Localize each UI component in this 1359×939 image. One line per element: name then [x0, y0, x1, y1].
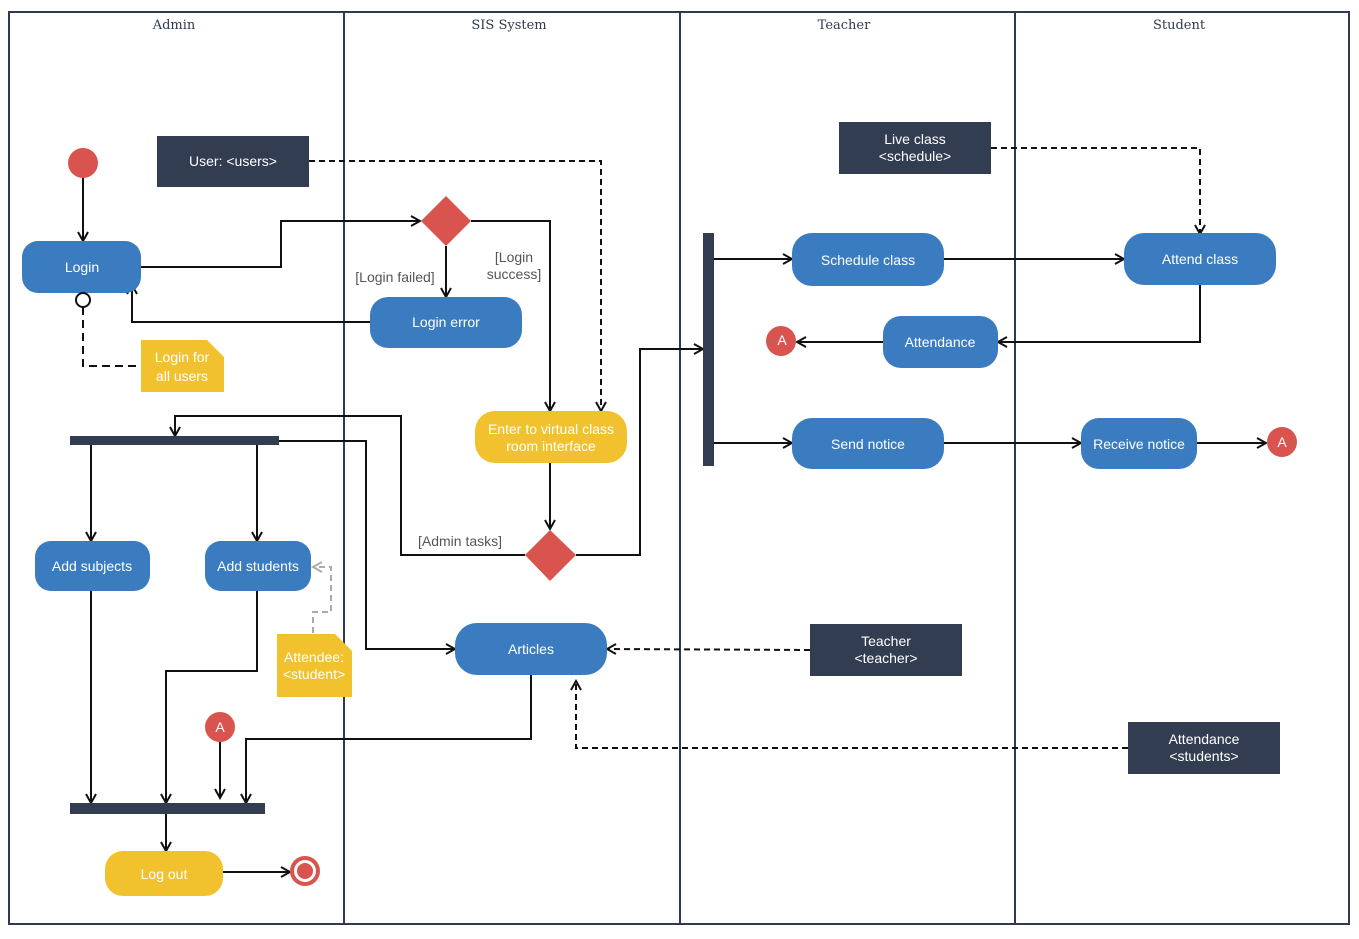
action-send-notice[interactable]: Send notice [792, 418, 944, 469]
object-teacher[interactable]: Teacher <teacher> [810, 624, 962, 676]
action-add-students[interactable]: Add students [205, 541, 311, 591]
decision-admin-tasks [525, 530, 576, 581]
guard-login-success-line1: [Login [495, 249, 533, 265]
lane-title-sis-system: SIS System [471, 18, 546, 33]
object-live-class[interactable]: Live class <schedule> [839, 122, 991, 174]
fork-bar-admin [70, 436, 279, 445]
final-node [290, 856, 320, 886]
note-attendee-line1: Attendee: [284, 649, 344, 665]
action-enter-virtual-line2: room interface [506, 438, 596, 454]
connector-a-student: A [1267, 427, 1297, 457]
initial-node [68, 148, 98, 178]
connector-a-admin: A [205, 712, 235, 742]
object-teacher-line1: Teacher [861, 633, 911, 649]
action-add-subjects-label: Add subjects [52, 558, 132, 574]
connector-a-teacher: A [766, 326, 796, 356]
action-log-out[interactable]: Log out [105, 851, 223, 896]
object-user[interactable]: User: <users> [157, 136, 309, 187]
action-enter-virtual-class[interactable]: Enter to virtual class room interface [475, 411, 627, 463]
action-login-error-label: Login error [412, 314, 480, 330]
object-flows [82, 147, 1200, 749]
action-add-students-label: Add students [217, 558, 299, 574]
object-live-class-line1: Live class [884, 131, 945, 147]
action-articles-label: Articles [508, 641, 554, 657]
connector-a-student-label: A [1277, 434, 1287, 450]
action-attend-class[interactable]: Attend class [1124, 233, 1276, 285]
control-flows [83, 178, 1266, 872]
action-attend-class-label: Attend class [1162, 251, 1238, 267]
object-teacher-line2: <teacher> [854, 650, 917, 666]
note-attendee-student[interactable]: Attendee: <student> [277, 634, 352, 697]
lane-title-admin: Admin [152, 18, 196, 33]
object-attendance-students-line1: Attendance [1169, 731, 1240, 747]
note-attendee-line2: <student> [283, 666, 345, 682]
action-attendance-label: Attendance [905, 334, 976, 350]
action-login[interactable]: Login [22, 241, 141, 293]
action-login-error[interactable]: Login error [370, 297, 522, 348]
guard-login-failed: [Login failed] [355, 269, 434, 285]
guard-login-success-line2: success] [487, 266, 541, 282]
join-bar-admin [70, 803, 265, 814]
action-send-notice-label: Send notice [831, 436, 905, 452]
note-login-for-all-users[interactable]: Login for all users [141, 340, 224, 392]
action-enter-virtual-line1: Enter to virtual class [488, 421, 614, 437]
action-schedule-class-label: Schedule class [821, 252, 915, 268]
action-receive-notice[interactable]: Receive notice [1081, 418, 1197, 469]
note-login-line1: Login for [155, 349, 210, 365]
object-user-label: User: <users> [189, 153, 277, 169]
note-anchor [75, 292, 91, 308]
decision-login [421, 196, 471, 246]
object-live-class-line2: <schedule> [879, 148, 951, 164]
lane-title-student: Student [1153, 18, 1206, 33]
connector-a-teacher-label: A [777, 332, 787, 348]
fork-bar-teacher [703, 233, 714, 466]
note-login-line2: all users [156, 368, 208, 384]
lane-title-teacher: Teacher [818, 18, 871, 33]
object-attendance-students[interactable]: Attendance <students> [1128, 722, 1280, 774]
connector-a-admin-label: A [215, 719, 225, 735]
swimlanes: Admin SIS System Teacher Student [8, 11, 1350, 925]
guard-admin-tasks: [Admin tasks] [418, 533, 502, 549]
action-receive-notice-label: Receive notice [1093, 436, 1185, 452]
action-attendance[interactable]: Attendance [883, 316, 998, 368]
action-add-subjects[interactable]: Add subjects [35, 541, 150, 591]
action-articles[interactable]: Articles [455, 623, 607, 675]
object-attendance-students-line2: <students> [1169, 748, 1238, 764]
action-log-out-label: Log out [141, 866, 188, 882]
action-login-label: Login [65, 259, 99, 275]
action-schedule-class[interactable]: Schedule class [792, 233, 944, 286]
